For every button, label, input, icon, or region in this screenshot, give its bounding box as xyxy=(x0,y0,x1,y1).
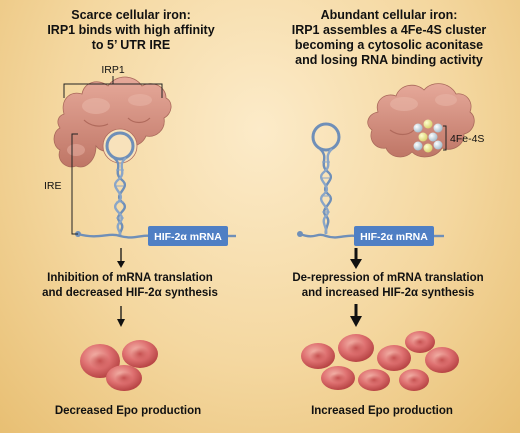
irp1-label: IRP1 xyxy=(101,64,125,76)
red-cells-left xyxy=(80,340,158,391)
left-heading-line-3: to 5’ UTR IRE xyxy=(91,38,171,52)
iron-sulfur-cluster xyxy=(413,119,443,153)
ire-stem-loop-right xyxy=(311,122,341,235)
mrna-cap-right xyxy=(297,231,303,237)
red-cell xyxy=(425,347,459,373)
red-cell xyxy=(301,343,335,369)
mrna-strand-left xyxy=(77,232,151,239)
red-cell xyxy=(405,331,435,353)
irp1-bracket xyxy=(63,76,163,98)
arrow-down-left-1 xyxy=(117,248,125,268)
arrow-down-left-2 xyxy=(117,306,125,327)
ire-stem-loop-left xyxy=(105,131,135,237)
red-cell xyxy=(321,366,355,390)
left-heading-line-2: IRP1 binds with high affinity xyxy=(47,23,215,37)
red-cells-right xyxy=(301,331,459,391)
mrna-box-right xyxy=(354,226,434,246)
mrna-box-left xyxy=(148,226,228,246)
right-outcome: Increased Epo production xyxy=(311,405,453,417)
right-heading: Abundant cellular iron: IRP1 assembles a… xyxy=(264,8,514,68)
left-heading-line-1: Scarce cellular iron: xyxy=(71,8,191,22)
left-effect-line-1: Inhibition of mRNA translation xyxy=(47,272,213,284)
right-heading-line-1: Abundant cellular iron: xyxy=(320,8,458,22)
red-cell xyxy=(377,345,411,371)
cluster-label: 4Fe-4S xyxy=(450,133,484,145)
cluster-bracket xyxy=(443,125,447,151)
right-effect-line-1: De-repression of mRNA translation xyxy=(292,272,483,284)
red-cell xyxy=(399,369,429,391)
right-heading-line-2: IRP1 assembles a 4Fe-4S cluster xyxy=(291,23,487,37)
ire-label: IRE xyxy=(44,180,62,192)
red-cell xyxy=(358,369,390,391)
right-heading-line-3: becoming a cytosolic aconitase xyxy=(294,38,484,52)
left-heading: Scarce cellular iron: IRP1 binds with hi… xyxy=(6,8,256,53)
mrna-label-right: HIF-2α mRNA xyxy=(360,231,428,243)
right-heading-line-4: and losing RNA binding activity xyxy=(295,53,483,67)
ire-bracket xyxy=(71,133,78,235)
right-effect-line-2: and increased HIF-2α synthesis xyxy=(302,287,475,299)
arrow-down-right-2 xyxy=(350,304,362,327)
arrow-down-right-1 xyxy=(350,248,362,269)
red-cell xyxy=(122,340,158,368)
red-cell xyxy=(80,344,120,378)
red-cell xyxy=(338,334,374,362)
mrna-label-left: HIF-2α mRNA xyxy=(154,231,222,243)
left-effect-line-2: and decreased HIF-2α synthesis xyxy=(42,287,218,299)
red-cell xyxy=(106,365,142,391)
left-outcome: Decreased Epo production xyxy=(55,405,201,417)
mrna-strand-right xyxy=(299,232,357,239)
irp1-aconitase-right xyxy=(367,83,475,158)
